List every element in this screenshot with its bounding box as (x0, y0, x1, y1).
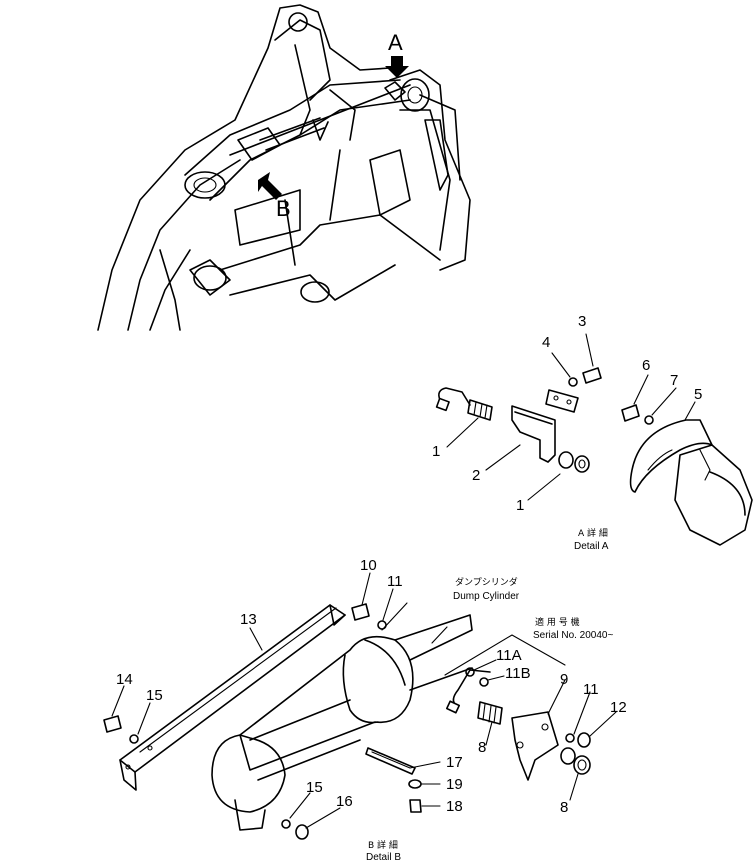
part-number: 15 (306, 779, 323, 796)
part-number: 5 (694, 386, 702, 403)
part-number: 2 (472, 467, 480, 484)
detail-b-drawing (103, 603, 591, 840)
detail-a-caption: A 詳 細 Detail A (574, 527, 609, 552)
part-number: 10 (360, 557, 377, 574)
detail-b-caption: B 詳 細 Detail B (366, 839, 401, 861)
dump-cylinder-en: Dump Cylinder (453, 591, 520, 602)
detail-a-caption-jp: A 詳 細 (578, 527, 608, 539)
part-number: 16 (336, 793, 353, 810)
part-number: 19 (446, 776, 463, 793)
view-arrow-b: B (258, 172, 291, 221)
part-number: 1 (432, 443, 440, 460)
detail-a-caption-en: Detail A (574, 541, 609, 552)
dump-cylinder-jp: ダンプシリンダ (455, 576, 518, 588)
detail-a-leaders (446, 333, 696, 501)
detail-b-part-numbers: 10 11 13 14 15 15 16 17 18 19 11A 11B 9 … (116, 557, 627, 816)
serial-jp: 適 用 号 機 (535, 616, 580, 628)
part-number: 11B (505, 665, 531, 682)
part-number: 11 (583, 681, 599, 698)
view-arrow-a: A (385, 30, 409, 78)
detail-b-caption-en: Detail B (366, 852, 401, 861)
part-number: 8 (478, 739, 486, 756)
part-number: 13 (240, 611, 257, 628)
part-number: 11A (496, 647, 522, 664)
part-number: 12 (610, 699, 627, 716)
detail-b-leaders (111, 572, 617, 829)
part-number: 15 (146, 687, 163, 704)
part-number: 4 (542, 334, 550, 351)
loader-frame-overview (97, 4, 471, 331)
view-label-a: A (388, 30, 403, 55)
part-number: 6 (642, 357, 650, 374)
view-label-b: B (276, 196, 291, 221)
serial-callout: 適 用 号 機 Serial No. 20040~ (533, 616, 613, 641)
detail-a-part-numbers: 1 2 1 3 4 5 6 7 (432, 313, 702, 514)
detail-a-drawing (435, 367, 753, 546)
serial-en: Serial No. 20040~ (533, 630, 613, 641)
part-number: 1 (516, 497, 524, 514)
part-number: 9 (560, 671, 568, 688)
part-number: 8 (560, 799, 568, 816)
dump-cylinder-callout: ダンプシリンダ Dump Cylinder (453, 576, 520, 602)
detail-b-caption-jp: B 詳 細 (368, 839, 398, 851)
part-number: 18 (446, 798, 463, 815)
part-number: 14 (116, 671, 133, 688)
part-number: 17 (446, 754, 463, 771)
part-number: 11 (387, 573, 403, 590)
part-number: 7 (670, 372, 678, 389)
part-number: 3 (578, 313, 586, 330)
